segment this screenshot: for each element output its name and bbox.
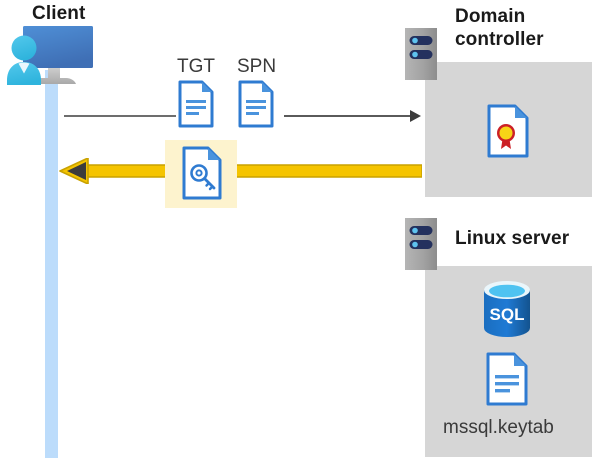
spn-ticket xyxy=(238,80,274,128)
user-workstation-icon xyxy=(6,22,106,92)
client-title: Client xyxy=(32,3,86,24)
sql-database-icon: SQL xyxy=(481,280,533,338)
domain-controller-server-icon xyxy=(405,28,437,80)
domain-controller-title-line2: controller xyxy=(455,29,544,50)
response-arrow xyxy=(58,157,423,185)
tgt-ticket xyxy=(178,80,214,128)
certificate-document-icon xyxy=(487,104,529,158)
spn-label: SPN xyxy=(237,56,277,77)
tgt-label: TGT xyxy=(177,56,215,77)
key-document-icon xyxy=(182,146,222,200)
client-lifeline xyxy=(45,70,58,458)
sql-database-label: SQL xyxy=(490,305,525,324)
linux-server-server-icon xyxy=(405,218,437,270)
keytab-label: mssql.keytab xyxy=(443,417,554,438)
request-arrow xyxy=(284,108,422,124)
keytab-document-icon xyxy=(486,352,528,406)
domain-controller-title-line1: Domain xyxy=(455,6,526,27)
request-line-segment-left xyxy=(64,115,176,117)
linux-server-title: Linux server xyxy=(455,228,570,249)
